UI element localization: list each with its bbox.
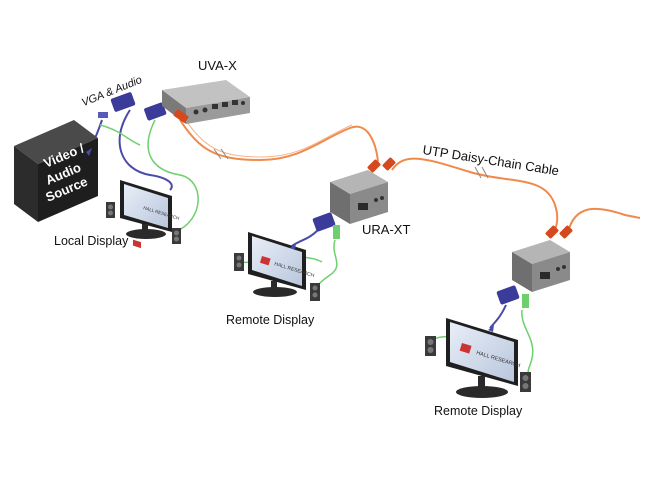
utp-cable-1b xyxy=(183,117,353,158)
utp-cable-1 xyxy=(179,119,379,166)
signal-arrows xyxy=(86,148,494,332)
ura-xt-1-vga xyxy=(312,212,340,239)
local-display-label: Local Display xyxy=(54,234,129,248)
ura-xt-device-1 xyxy=(330,170,388,224)
cable-break-2 xyxy=(474,166,489,179)
audio-cable-remote1 xyxy=(315,239,338,289)
remote-display-2-monitor: HALL RESEARCH xyxy=(425,318,531,398)
utp-cable-3 xyxy=(567,207,641,233)
vga-cable-local xyxy=(118,109,173,191)
vga-connector-source xyxy=(98,92,167,121)
uva-x-connector xyxy=(173,109,189,123)
audio-cable-source xyxy=(147,119,199,233)
audio-cable-remote2 xyxy=(521,309,534,379)
uva-x-device xyxy=(162,80,250,124)
remote-display-2-label: Remote Display xyxy=(434,404,523,418)
ura-xt-2-connectors xyxy=(545,225,573,239)
cable-break-1 xyxy=(213,148,229,160)
utp-cable-2 xyxy=(391,157,559,233)
local-display-monitor: HALL RESEARCH xyxy=(106,180,181,249)
vga-cable-remote2 xyxy=(489,304,507,329)
remote-display-1-monitor: HALL RESEARCH xyxy=(234,232,320,301)
ura-xt-1-connectors xyxy=(367,157,396,173)
audio-cable-source-b xyxy=(99,124,141,146)
remote-display-1-label: Remote Display xyxy=(226,313,315,327)
ura-xt-2-vga xyxy=(496,285,529,308)
uva-x-label: UVA-X xyxy=(198,58,237,73)
ura-xt-device-2 xyxy=(512,240,570,292)
ura-xt-label: URA-XT xyxy=(362,222,411,237)
video-audio-source: Video / Audio Source xyxy=(14,120,98,222)
